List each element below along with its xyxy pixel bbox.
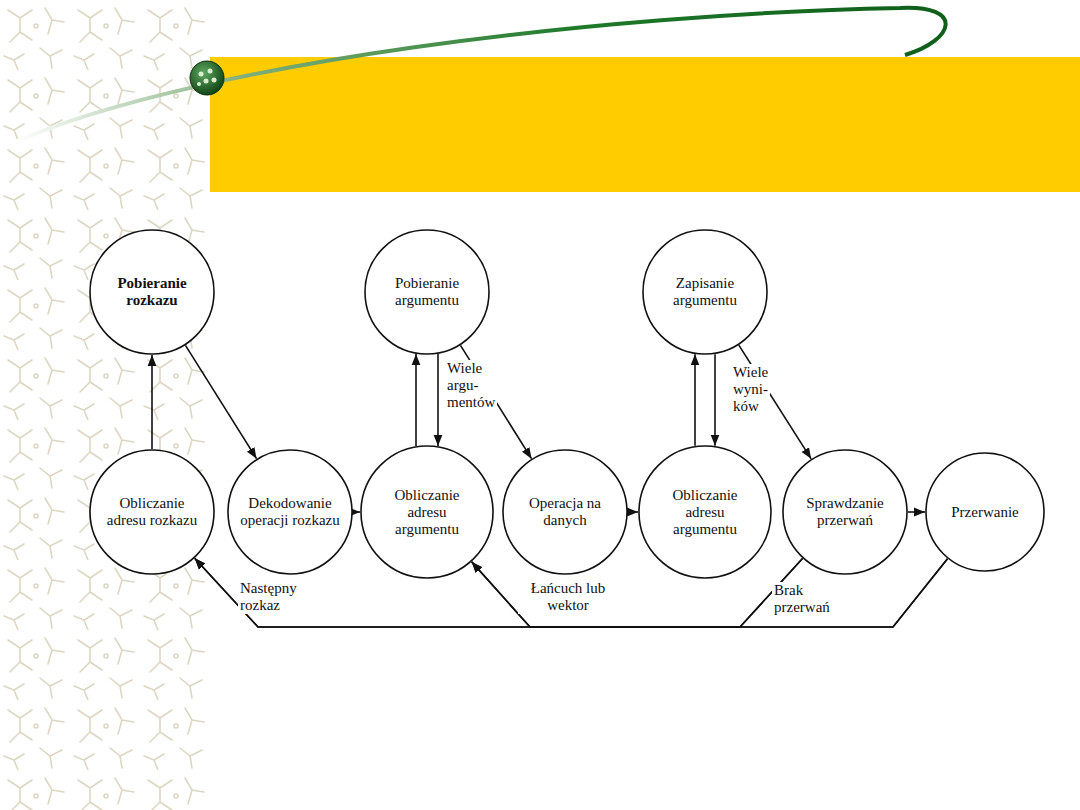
circle-content: Obliczanie adresu rozkazu xyxy=(89,449,215,575)
orbit-ball xyxy=(190,61,224,95)
flow-arrow xyxy=(908,511,925,513)
edge-label: Wiele argu- mentów xyxy=(445,360,497,411)
state-label: Obliczanie adresu argumentu xyxy=(377,487,477,538)
text-column: Obliczanie adresu rozkazu xyxy=(102,495,202,529)
circle-content: Przerwanie xyxy=(925,452,1045,572)
state-label: Przerwanie xyxy=(951,504,1018,521)
circle-content: Pobieranie argumentu xyxy=(364,229,490,355)
text-column: Operacja na danych xyxy=(515,495,615,529)
edge-label: Następny rozkaz xyxy=(238,580,299,614)
state-label: Pobieranie argumentu xyxy=(377,275,477,309)
state-circle: Operacja na danych xyxy=(502,449,628,575)
text-column: Dekodowanie operacji rozkazu xyxy=(240,495,340,529)
header-band xyxy=(210,57,1080,192)
state-circle: Obliczanie adresu rozkazu xyxy=(89,449,215,575)
state-label: Obliczanie adresu argumentu xyxy=(655,487,755,538)
state-circle: Dekodowanie operacji rozkazu xyxy=(227,449,353,575)
flow-arrow xyxy=(151,355,153,449)
state-circle: Sprawdzanie przerwań xyxy=(782,449,908,575)
state-circle: Przerwanie xyxy=(925,452,1045,572)
state-circle: Pobieranie argumentu xyxy=(364,229,490,355)
state-circle: Zapisanie argumentu xyxy=(642,229,768,355)
circle-content: Pobieranie rozkazu xyxy=(89,229,215,355)
state-label: Pobieranie rozkazu xyxy=(102,275,202,309)
edge-label: Wiele wyni- ków xyxy=(731,364,770,415)
state-label: Obliczanie adresu rozkazu xyxy=(102,495,202,529)
text-column: Sprawdzanie przerwań xyxy=(795,495,895,529)
flow-arrow xyxy=(694,354,696,446)
flow-arrow xyxy=(628,511,638,513)
flow-arrow xyxy=(415,354,417,446)
circle-content: Operacja na danych xyxy=(502,449,628,575)
text-column: Przerwanie xyxy=(951,504,1018,521)
state-label: Sprawdzanie przerwań xyxy=(795,495,895,529)
edge-label: Brak przerwań xyxy=(772,582,832,616)
flow-arrow xyxy=(714,354,716,446)
circle-content: Obliczanie adresu argumentu xyxy=(638,445,772,579)
circle-content: Sprawdzanie przerwań xyxy=(782,449,908,575)
flow-arrow xyxy=(353,511,360,513)
text-column: Pobieranie rozkazu xyxy=(102,275,202,309)
text-column: Pobieranie argumentu xyxy=(377,275,477,309)
circle-content: Obliczanie adresu argumentu xyxy=(360,445,494,579)
edge-label: Łańcuch lub wektor xyxy=(518,580,618,614)
text-column: Zapisanie argumentu xyxy=(655,275,755,309)
text-column: Obliczanie adresu argumentu xyxy=(377,487,477,538)
text-column: Obliczanie adresu argumentu xyxy=(655,487,755,538)
flow-arrow xyxy=(185,345,256,458)
pattern-strip xyxy=(0,0,210,810)
state-circle: Pobieranie rozkazu xyxy=(89,229,215,355)
state-label: Zapisanie argumentu xyxy=(655,275,755,309)
state-circle: Obliczanie adresu argumentu xyxy=(638,445,772,579)
state-label: Dekodowanie operacji rozkazu xyxy=(240,495,340,529)
flow-arrow xyxy=(437,354,439,446)
orbit-line xyxy=(15,8,946,142)
state-label: Operacja na danych xyxy=(515,495,615,529)
circle-content: Zapisanie argumentu xyxy=(642,229,768,355)
state-circle: Obliczanie adresu argumentu xyxy=(360,445,494,579)
circle-content: Dekodowanie operacji rozkazu xyxy=(227,449,353,575)
